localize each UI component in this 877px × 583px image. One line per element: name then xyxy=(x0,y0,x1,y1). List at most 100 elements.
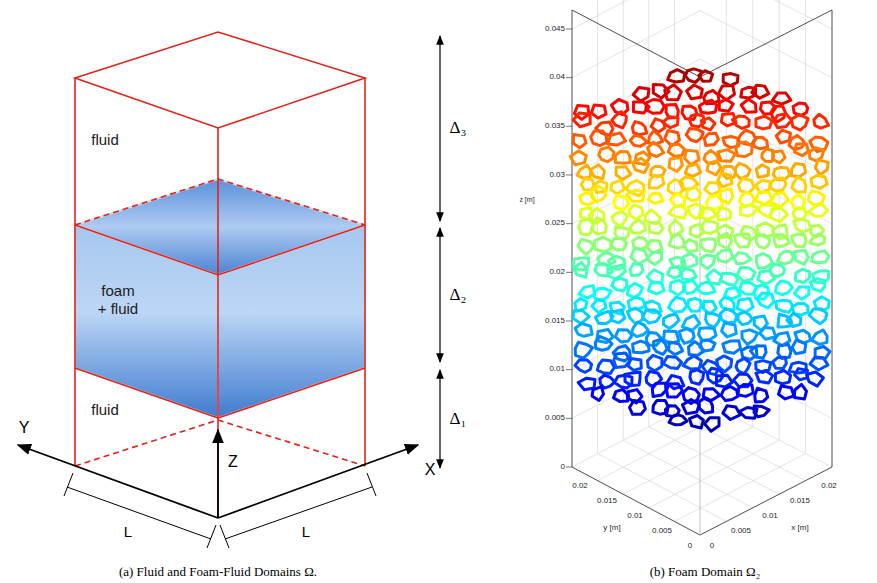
tick-label: 0.01 xyxy=(549,365,565,374)
foam-cell xyxy=(570,151,586,165)
tick-label: 0.045 xyxy=(545,25,565,34)
foam-cell xyxy=(792,340,806,354)
box-edge xyxy=(572,10,573,467)
wire-edge xyxy=(75,179,365,225)
extension-line xyxy=(207,525,216,548)
foam-cell xyxy=(814,114,829,128)
foam-cell xyxy=(704,133,718,145)
foam-cell xyxy=(775,371,790,384)
tick-label: 0.035 xyxy=(545,122,565,131)
foam-cell xyxy=(649,223,663,234)
foam-cell xyxy=(616,167,631,180)
foam-cell xyxy=(717,250,733,263)
foam-cell xyxy=(722,323,737,337)
dimension-arrow xyxy=(439,228,440,362)
tick-mark xyxy=(566,418,572,419)
tick-label: 0.02 xyxy=(549,268,565,277)
foam-cell xyxy=(707,161,721,175)
foam-cell xyxy=(757,293,774,308)
foam-cell xyxy=(611,238,627,250)
foam-cell xyxy=(699,71,713,82)
height-arrows xyxy=(439,36,440,468)
foam-cell xyxy=(742,330,758,345)
foam-cell xyxy=(773,151,785,163)
foam-cell xyxy=(706,313,721,328)
foam-cell xyxy=(680,269,696,280)
foam-cell xyxy=(668,145,684,157)
caption: (b) Foam Domain Ω₂ xyxy=(650,565,761,579)
foam-cell xyxy=(774,234,790,247)
tick-mark xyxy=(566,369,572,370)
tick-label: 0.005 xyxy=(652,527,672,536)
foam-cell xyxy=(815,160,828,175)
foam-cell xyxy=(701,255,715,269)
axis-line xyxy=(217,430,219,518)
tick-mark xyxy=(566,320,572,321)
axis-line xyxy=(218,445,418,518)
foam-cell xyxy=(612,112,627,128)
foam-cell xyxy=(686,129,703,142)
foam-cell xyxy=(595,237,612,252)
tick-label: 0.04 xyxy=(549,73,565,82)
foam-cell xyxy=(737,268,755,282)
grid-line xyxy=(649,440,779,508)
foam-cell xyxy=(699,100,717,113)
foam-cell xyxy=(701,118,715,130)
foam-cell xyxy=(738,312,752,325)
wire-edge xyxy=(75,368,365,418)
domain-wireframe xyxy=(75,32,365,518)
foam-cell xyxy=(625,372,640,385)
foam-cell xyxy=(732,116,749,128)
foam-cell xyxy=(777,252,793,264)
foam-cell xyxy=(687,187,701,201)
foam-cell xyxy=(721,273,738,285)
foam-cell xyxy=(720,189,733,204)
foam-cell xyxy=(630,263,643,275)
foam-cell xyxy=(741,99,756,112)
tick-label: 0.015 xyxy=(545,317,565,326)
grid-line xyxy=(572,157,832,224)
foam-cell xyxy=(718,150,735,162)
dimension-arrow xyxy=(439,370,440,468)
foam-cell xyxy=(718,233,732,248)
foam-cell xyxy=(699,208,717,219)
foam-cell xyxy=(771,178,787,191)
foam-cell xyxy=(687,85,703,99)
region-label: fluid xyxy=(91,131,119,149)
foam-cell xyxy=(630,135,647,146)
foam-cell xyxy=(770,264,785,277)
tick-label: 0.015 xyxy=(790,497,810,506)
foam-cell xyxy=(773,357,787,368)
axis-label: Y xyxy=(19,419,30,437)
foam-cell xyxy=(776,281,793,295)
foam-cell xyxy=(643,310,661,323)
foam-cell xyxy=(705,418,720,432)
foam-cell xyxy=(779,386,794,399)
axis-line xyxy=(18,445,218,518)
foam-cell xyxy=(595,337,612,351)
tick-label: 0.005 xyxy=(731,527,751,536)
tick-label: 0 xyxy=(561,463,565,472)
dimension-label: L xyxy=(124,524,132,541)
grid-line xyxy=(572,59,832,126)
foam-cell xyxy=(633,88,649,102)
foam-cell xyxy=(577,165,591,178)
foam-cell xyxy=(792,177,806,192)
foam-cell xyxy=(591,105,606,118)
dimension-line xyxy=(67,487,211,539)
foam-cell xyxy=(612,278,627,291)
foam-cell xyxy=(679,329,694,344)
foam-cell xyxy=(654,339,668,354)
foam-cell xyxy=(575,324,592,337)
tick-label: 0.025 xyxy=(545,219,565,228)
box-edge xyxy=(572,10,832,77)
foam-cell xyxy=(772,93,791,104)
foam-cell xyxy=(614,375,632,388)
foam-cell xyxy=(700,340,715,351)
tick-label: 0.015 xyxy=(597,497,617,506)
foam-cell xyxy=(719,99,733,111)
foam-cell xyxy=(811,175,827,188)
foam-cell xyxy=(736,358,750,373)
tick-label: 0.02 xyxy=(572,482,588,491)
foam-cell xyxy=(648,194,663,204)
